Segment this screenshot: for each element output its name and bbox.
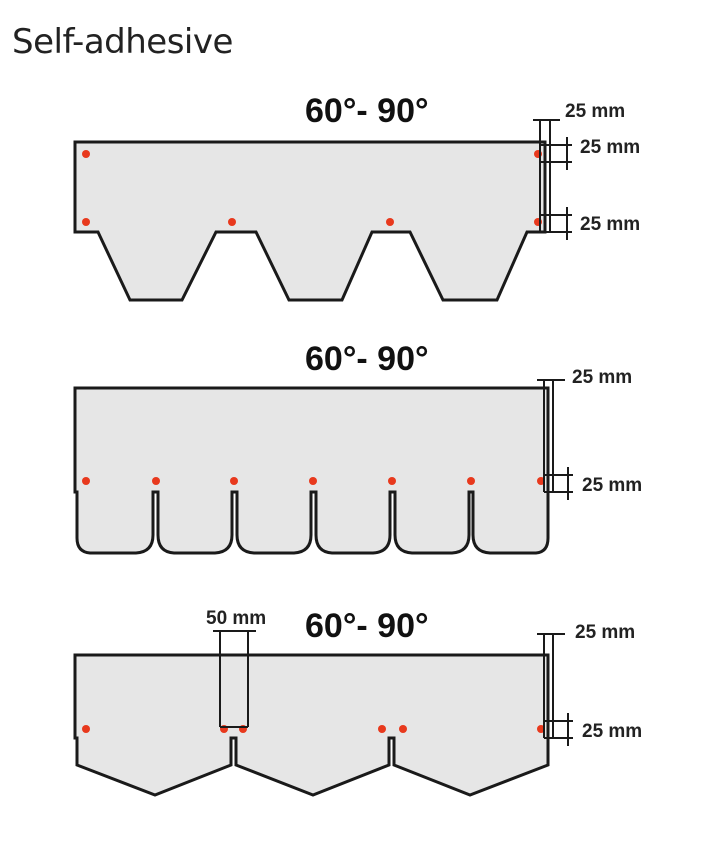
adhesive-dot	[309, 477, 317, 485]
dimension-label: 25 mm	[582, 721, 642, 742]
adhesive-dot	[378, 725, 386, 733]
adhesive-dot	[386, 218, 394, 226]
dimension-label: 25 mm	[572, 367, 632, 388]
dimension-label: 25 mm	[575, 622, 635, 643]
page-title: Self-adhesive	[12, 22, 233, 62]
angle-label-1: 60°- 90°	[305, 92, 429, 130]
adhesive-dot	[388, 477, 396, 485]
panel-pointed: 60°- 90° 50 mm 25 mm 25 mm	[73, 607, 642, 797]
dimension-lines-2	[537, 379, 573, 500]
dimension-label: 25 mm	[580, 214, 640, 235]
angle-label-2: 60°- 90°	[305, 340, 429, 378]
adhesive-dot	[152, 477, 160, 485]
dimension-lines-3	[213, 630, 573, 746]
dimension-label: 25 mm	[580, 137, 640, 158]
panel-scalloped: 60°- 90° 25 mm 25 mm	[73, 340, 642, 555]
adhesive-dot	[228, 218, 236, 226]
panel-hexagonal: 60°- 90° 25 mm 25 mm 25 mm	[73, 92, 640, 302]
adhesive-dot	[399, 725, 407, 733]
dimension-lines-1	[533, 119, 572, 240]
dimension-label: 25 mm	[582, 475, 642, 496]
adhesive-dot	[230, 477, 238, 485]
shingle-pointed	[73, 653, 550, 797]
dimension-label: 25 mm	[565, 101, 625, 122]
adhesive-dot	[82, 725, 90, 733]
adhesive-dot	[82, 477, 90, 485]
dimension-label: 50 mm	[206, 608, 266, 629]
adhesive-dot	[467, 477, 475, 485]
adhesive-dot	[82, 150, 90, 158]
shingle-hexagonal	[73, 140, 547, 302]
adhesive-dot	[82, 218, 90, 226]
angle-label-3: 60°- 90°	[305, 607, 429, 645]
shingle-scalloped	[73, 386, 550, 555]
